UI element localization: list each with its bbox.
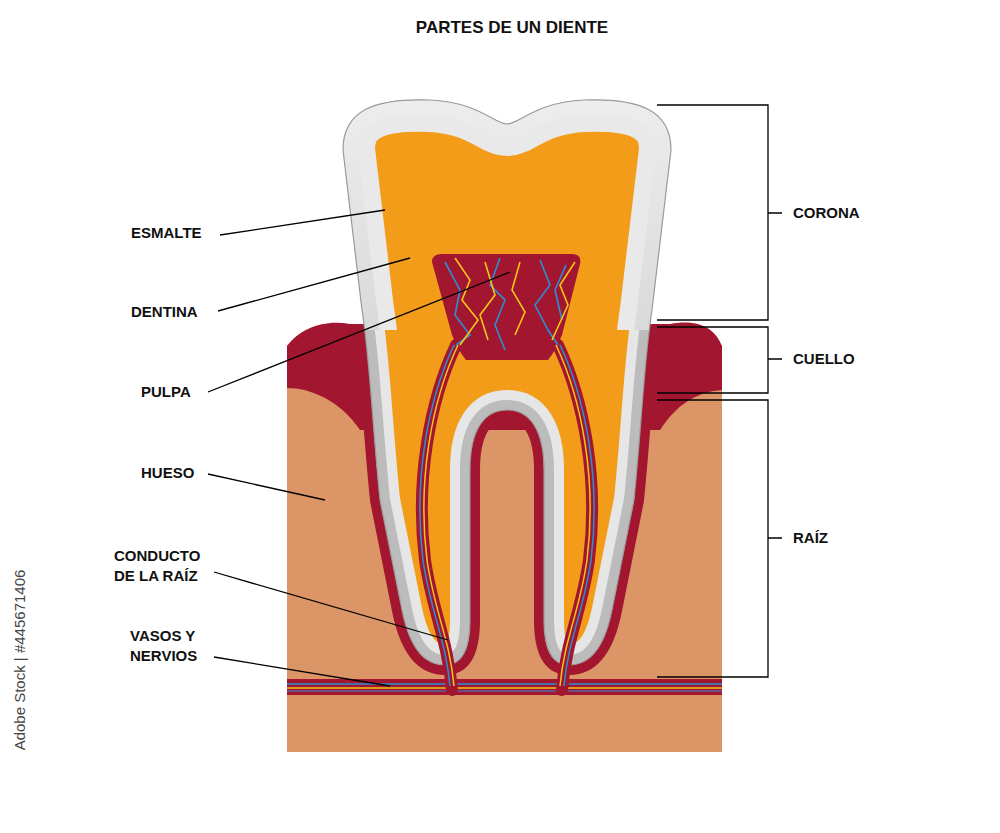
- region-label: CORONA: [793, 203, 860, 223]
- nerve-band: [287, 679, 722, 695]
- vein-line: [535, 260, 558, 345]
- watermark: Adobe Stock | #445671406: [10, 570, 30, 751]
- vein-line: [560, 345, 594, 686]
- dentin: [343, 100, 671, 665]
- leader-line: [218, 258, 410, 311]
- ligament: [343, 330, 671, 665]
- tooth: [343, 100, 671, 665]
- nerve-line: [455, 258, 478, 345]
- leader-lines: [208, 210, 510, 686]
- vessel-band: [287, 679, 722, 695]
- part-label: CONDUCTO DE LA RAÍZ: [114, 546, 214, 586]
- part-label: PULPA: [141, 382, 191, 402]
- periodontal-lining: [343, 330, 671, 665]
- nerve-line: [287, 687, 722, 689]
- neck-bracket: [657, 327, 782, 393]
- leader-line: [208, 474, 325, 500]
- brackets: [657, 105, 782, 677]
- crown-bracket: [657, 105, 782, 320]
- part-label: ESMALTE: [131, 223, 202, 243]
- part-label: VASOS Y NERVIOS: [130, 626, 220, 666]
- region-label: RAÍZ: [793, 528, 828, 548]
- region-label: CUELLO: [793, 349, 855, 369]
- pulp-nerves: [455, 258, 575, 345]
- vein-line: [420, 345, 454, 686]
- nerve-line: [480, 262, 495, 340]
- cementum: [343, 100, 671, 665]
- leader-line: [220, 210, 385, 235]
- nerve-line: [552, 262, 575, 340]
- nerve-line: [512, 262, 525, 335]
- enamel-inner: [343, 100, 671, 330]
- leader-line: [214, 572, 448, 640]
- enamel-outer: [343, 100, 671, 330]
- root-bracket: [657, 400, 782, 677]
- vein-line: [287, 690, 722, 691]
- part-label: HUESO: [141, 463, 194, 483]
- leader-line: [214, 657, 390, 686]
- diagram-title: PARTES DE UN DIENTE: [416, 18, 608, 38]
- part-label: DENTINA: [131, 302, 198, 322]
- pulp-vessels: [445, 258, 566, 350]
- pulp: [420, 254, 594, 690]
- tooth-outline: [343, 100, 671, 665]
- vein-line: [287, 683, 722, 685]
- vein-line: [490, 258, 505, 350]
- leader-line: [208, 272, 510, 392]
- crown-enamel: [343, 100, 671, 330]
